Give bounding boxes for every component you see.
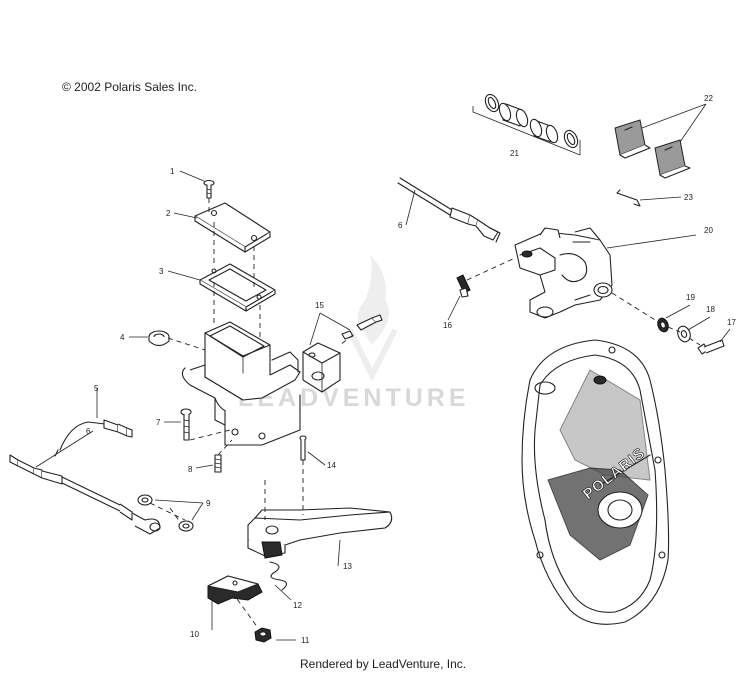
part-pads-22 [614,119,691,179]
callout-15: 15 [315,301,324,310]
part-screw-8 [214,454,222,473]
part-master-cylinder [181,321,301,446]
part-brake-line-6-right [397,177,501,243]
leader-lines [35,103,731,641]
callout-20: 20 [704,226,713,235]
callout-8: 8 [188,465,193,474]
callout-13: 13 [343,562,352,571]
part-bolt-7 [180,408,192,441]
part-screw-1 [203,179,215,199]
callout-16: 16 [443,321,452,330]
copyright-text: © 2002 Polaris Sales Inc. [62,80,197,94]
watermark-logo [347,255,398,382]
part-cover-2 [194,202,271,253]
callouts: 1 2 3 4 5 6 7 8 9 10 11 12 13 14 15 16 1… [86,94,736,645]
callout-2: 2 [166,209,171,218]
callout-5: 5 [94,384,99,393]
part-washers-9 [137,494,194,532]
part-pin-23 [616,189,641,207]
callout-6-right: 6 [398,221,403,230]
part-bleeder-16 [456,274,471,298]
part-brake-line-6-left [9,454,161,535]
part-gasket-3 [199,263,276,312]
callout-22: 22 [704,94,713,103]
part-grommet-4 [148,330,170,347]
callout-19: 19 [686,293,695,302]
callout-9: 9 [206,499,211,508]
part-spring-12 [269,561,288,591]
footer-text: Rendered by LeadVenture, Inc. [300,657,467,671]
callout-4: 4 [120,333,125,342]
callout-18: 18 [706,305,715,314]
callout-12: 12 [293,601,302,610]
callout-7: 7 [156,418,161,427]
part-chaincase-cover: POLARIS [521,339,670,625]
part-seals-21 [472,93,581,156]
callout-17: 17 [727,318,736,327]
callout-10: 10 [190,630,199,639]
callout-14: 14 [327,461,336,470]
assembly-lines [149,198,701,629]
callout-1: 1 [170,167,175,176]
part-switch-5 [54,419,133,457]
callout-3: 3 [159,267,164,276]
part-washer-19 [657,317,669,333]
part-pin-14 [299,435,307,461]
part-bolt-17 [697,339,725,355]
callout-23: 23 [684,193,693,202]
part-nut-11 [254,627,272,643]
part-caliper-20 [514,227,613,319]
callout-6-left: 6 [86,427,91,436]
callout-21: 21 [510,149,519,158]
part-washer-18 [677,325,691,343]
callout-11: 11 [301,636,310,645]
part-lever-13 [247,507,393,559]
part-bracket-10 [207,575,263,605]
part-clamp-15 [302,314,383,393]
